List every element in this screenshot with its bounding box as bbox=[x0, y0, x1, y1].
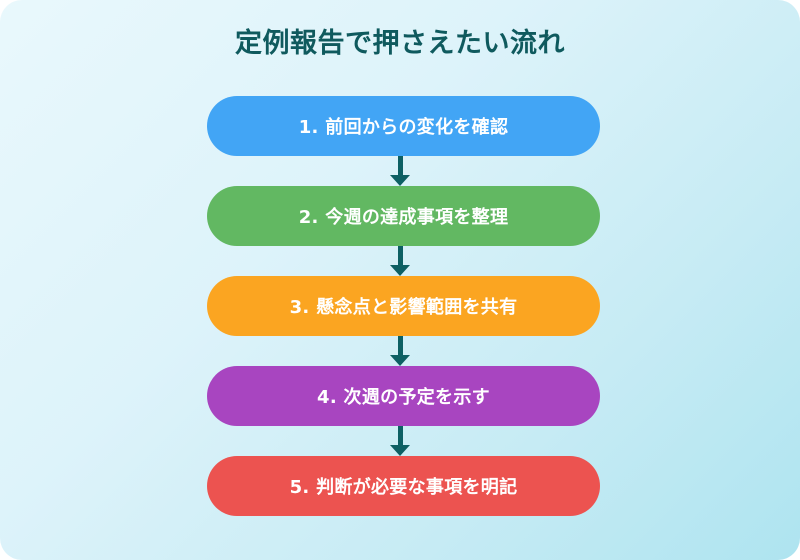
flow-node-label: 3. 懸念点と影響範囲を共有 bbox=[289, 297, 518, 318]
arrow-head bbox=[390, 175, 410, 186]
flowchart: 1. 前回からの変化を確認 2. 今週の達成事項を整理 3. 懸念点と影響範囲を… bbox=[0, 96, 800, 516]
arrow-down-icon-4 bbox=[0, 426, 800, 456]
flow-step-1: 1. 前回からの変化を確認 bbox=[0, 96, 800, 186]
arrow-shaft bbox=[398, 246, 403, 267]
arrow-head bbox=[390, 355, 410, 366]
flow-node-5[interactable]: 5. 判断が必要な事項を明記 bbox=[207, 456, 600, 516]
flow-step-5: 5. 判断が必要な事項を明記 bbox=[0, 456, 800, 516]
arrow-head bbox=[390, 265, 410, 276]
flow-node-label: 2. 今週の達成事項を整理 bbox=[298, 207, 509, 228]
arrow-down-icon-2 bbox=[0, 246, 800, 276]
flow-node-label: 4. 次週の予定を示す bbox=[317, 387, 490, 408]
flow-node-2[interactable]: 2. 今週の達成事項を整理 bbox=[207, 186, 600, 246]
arrow-shaft bbox=[398, 426, 403, 447]
arrow-down-icon-1 bbox=[0, 156, 800, 186]
page-title: 定例報告で押さえたい流れ bbox=[235, 28, 565, 59]
flow-node-label: 1. 前回からの変化を確認 bbox=[298, 117, 509, 138]
flow-step-2: 2. 今週の達成事項を整理 bbox=[0, 186, 800, 276]
arrow-shaft bbox=[398, 156, 403, 177]
flow-node-3[interactable]: 3. 懸念点と影響範囲を共有 bbox=[207, 276, 600, 336]
arrow-shaft bbox=[398, 336, 403, 357]
arrow-head bbox=[390, 445, 410, 456]
flow-node-label: 5. 判断が必要な事項を明記 bbox=[289, 477, 518, 498]
flow-step-3: 3. 懸念点と影響範囲を共有 bbox=[0, 276, 800, 366]
arrow-down-icon-3 bbox=[0, 336, 800, 366]
flow-node-1[interactable]: 1. 前回からの変化を確認 bbox=[207, 96, 600, 156]
flow-node-4[interactable]: 4. 次週の予定を示す bbox=[207, 366, 600, 426]
flow-step-4: 4. 次週の予定を示す bbox=[0, 366, 800, 456]
